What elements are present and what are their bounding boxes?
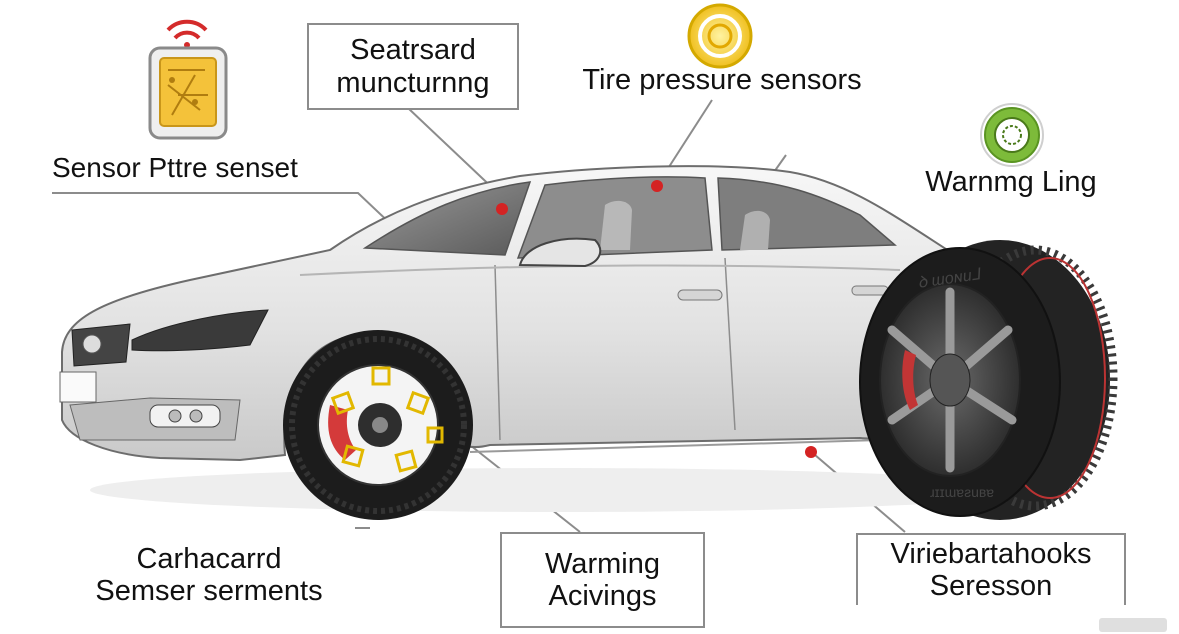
- fog-lamp-b: [189, 409, 203, 423]
- label-warning-light: Warnmg Ling: [925, 166, 1097, 198]
- label-warming-line1: Warming: [545, 547, 660, 580]
- sill-line: [469, 439, 881, 453]
- tire-pressure-icon: [687, 3, 753, 69]
- fog-light: [149, 404, 221, 428]
- fog-lamp-a: [168, 409, 182, 423]
- label-sensor-pattern: Sensor Pttre senset: [52, 152, 298, 183]
- watermark-badge: [1099, 618, 1167, 632]
- shoulder-line: [299, 264, 901, 276]
- label-seatrsard-line1: Seatrsard: [350, 34, 476, 67]
- wifi-sensor-icon: [148, 19, 228, 140]
- front-wheel: [283, 330, 473, 520]
- door-handle-rear: [851, 285, 889, 296]
- side-mirror: [518, 237, 602, 268]
- label-viriebartahooks-line1: Viriebartahooks: [890, 537, 1092, 570]
- label-carhacarrd: Carhacarrd Semser serments: [74, 543, 344, 608]
- featured-tire: ꝺ ɯoɴu⅃ ɹɪɪɯɐƨuʙɐ: [859, 240, 1118, 520]
- label-warming-acivings: Warming Acivings: [500, 532, 705, 628]
- sensor-dot-roof: [651, 180, 663, 192]
- warning-light-icon: [980, 103, 1044, 167]
- label-warming-line2: Acivings: [548, 580, 657, 612]
- leader-seatrsard: [407, 107, 501, 196]
- front-tire-tread: [289, 336, 467, 514]
- door-line: [494, 264, 501, 441]
- label-seatrsard: Seatrsard muncturnng: [307, 23, 519, 110]
- label-seatrsard-line2: muncturnng: [336, 66, 490, 99]
- badge: [82, 334, 102, 354]
- label-viriebartahooks: Viriebartahooks Seresson: [856, 533, 1126, 605]
- leader-antenna: [773, 154, 787, 173]
- label-carhacarrd-line1: Carhacarrd: [136, 543, 282, 575]
- featured-caliper: [902, 350, 918, 410]
- featured-hub: [929, 353, 971, 407]
- sensor-points: [496, 180, 817, 458]
- headlight: [131, 309, 269, 352]
- windshield: [362, 181, 532, 256]
- front-hub-center: [372, 417, 388, 433]
- label-tire-pressure: Tire pressure sensors: [582, 64, 862, 96]
- car: [59, 165, 992, 462]
- tire-sidewall-text-bottom: ɹɪɪɯɐƨuʙɐ: [930, 484, 994, 500]
- license-plate: [59, 371, 97, 403]
- sensor-dot-windshield: [496, 203, 508, 215]
- seat-rear: [740, 210, 770, 250]
- label-carhacarrd-line2: Semser serments: [95, 575, 323, 608]
- door-handle-front: [677, 289, 723, 301]
- sensor-dot-sill: [805, 446, 817, 458]
- leader-sensor-pattern: [52, 192, 396, 229]
- front-sensor-markers: [330, 366, 444, 473]
- door-line-2: [724, 257, 736, 431]
- seat-front: [600, 200, 632, 250]
- label-viriebartahooks-line2: Seresson: [929, 570, 1053, 602]
